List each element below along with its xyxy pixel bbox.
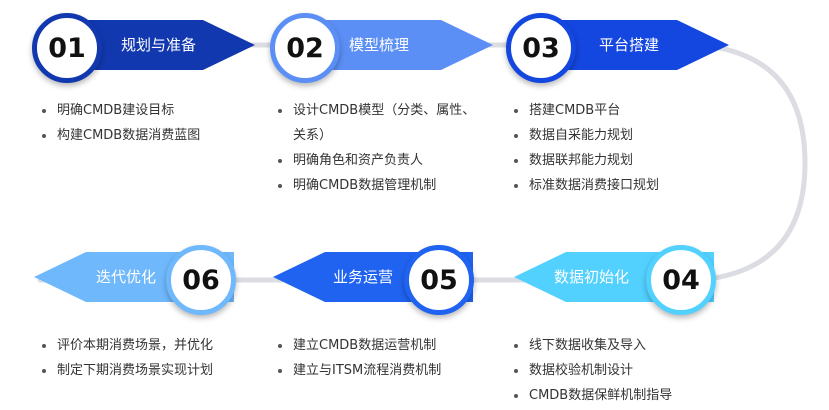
step-04-title: 数据初始化	[554, 268, 630, 286]
connector-line	[37, 42, 808, 283]
step-03-title: 平台搭建	[599, 36, 660, 54]
step-01-number-badge: 01	[32, 13, 102, 83]
step-03-arrow-shape	[529, 20, 729, 70]
step-05: 业务运营 05	[270, 245, 510, 325]
step-02-title: 模型梳理	[349, 36, 410, 54]
list-item: 搭建CMDB平台	[512, 98, 659, 123]
step-05-bullets: 建立CMDB数据运营机制 建立与ITSM流程消费机制	[276, 333, 441, 383]
step-04-number-badge: 04	[646, 245, 716, 315]
step-04-bullets: 线下数据收集及导入 数据校验机制设计 CMDB数据保鲜机制指导	[512, 333, 672, 408]
list-item: 数据校验机制设计	[512, 358, 672, 383]
step-03-arrow: 平台搭建	[529, 20, 729, 70]
list-item: CMDB数据保鲜机制指导	[512, 383, 672, 408]
list-item: 线下数据收集及导入	[512, 333, 672, 358]
step-03-number-badge: 03	[506, 13, 576, 83]
step-02-bullets: 设计CMDB模型（分类、属性、 关系） 明确角色和资产负责人 明确CMDB数据管…	[276, 98, 475, 198]
step-05-title: 业务运营	[333, 268, 394, 286]
step-06: 迭代优化 06	[32, 245, 272, 325]
list-item: 建立CMDB数据运营机制	[276, 333, 441, 358]
step-01-bullets: 明确CMDB建设目标 构建CMDB数据消费蓝图	[40, 98, 200, 148]
list-item: 评价本期消费场景，并优化	[40, 333, 213, 358]
step-02-number-badge: 02	[270, 13, 340, 83]
list-item: 构建CMDB数据消费蓝图	[40, 123, 200, 148]
step-06-bullets: 评价本期消费场景，并优化 制定下期消费场景实现计划	[40, 333, 213, 383]
list-item: 数据联邦能力规划	[512, 148, 659, 173]
list-item: 明确CMDB建设目标	[40, 98, 200, 123]
step-03: 平台搭建 03	[504, 13, 744, 93]
list-item: 标准数据消费接口规划	[512, 173, 659, 198]
step-03-bullets: 搭建CMDB平台 数据自采能力规划 数据联邦能力规划 标准数据消费接口规划	[512, 98, 659, 198]
list-item: 明确CMDB数据管理机制	[276, 173, 475, 198]
step-02-arrow: 模型梳理	[293, 20, 493, 70]
step-02-arrow-shape	[293, 20, 493, 70]
step-01: 规划与准备 01	[30, 13, 270, 93]
step-01-title: 规划与准备	[121, 36, 197, 54]
step-01-arrow: 规划与准备	[55, 20, 255, 70]
list-item: 明确角色和资产负责人	[276, 148, 475, 173]
step-05-number-badge: 05	[404, 245, 474, 315]
step-06-title: 迭代优化	[96, 268, 157, 286]
list-item: 数据自采能力规划	[512, 123, 659, 148]
list-item: 建立与ITSM流程消费机制	[276, 358, 441, 383]
step-02: 模型梳理 02	[268, 13, 508, 93]
step-01-arrow-shape	[55, 20, 255, 70]
list-item: 关系）	[293, 128, 333, 143]
list-item: 制定下期消费场景实现计划	[40, 358, 213, 383]
step-06-number-badge: 06	[166, 245, 236, 315]
list-item: 设计CMDB模型（分类、属性、	[276, 98, 475, 123]
step-04: 数据初始化 04	[508, 245, 748, 325]
